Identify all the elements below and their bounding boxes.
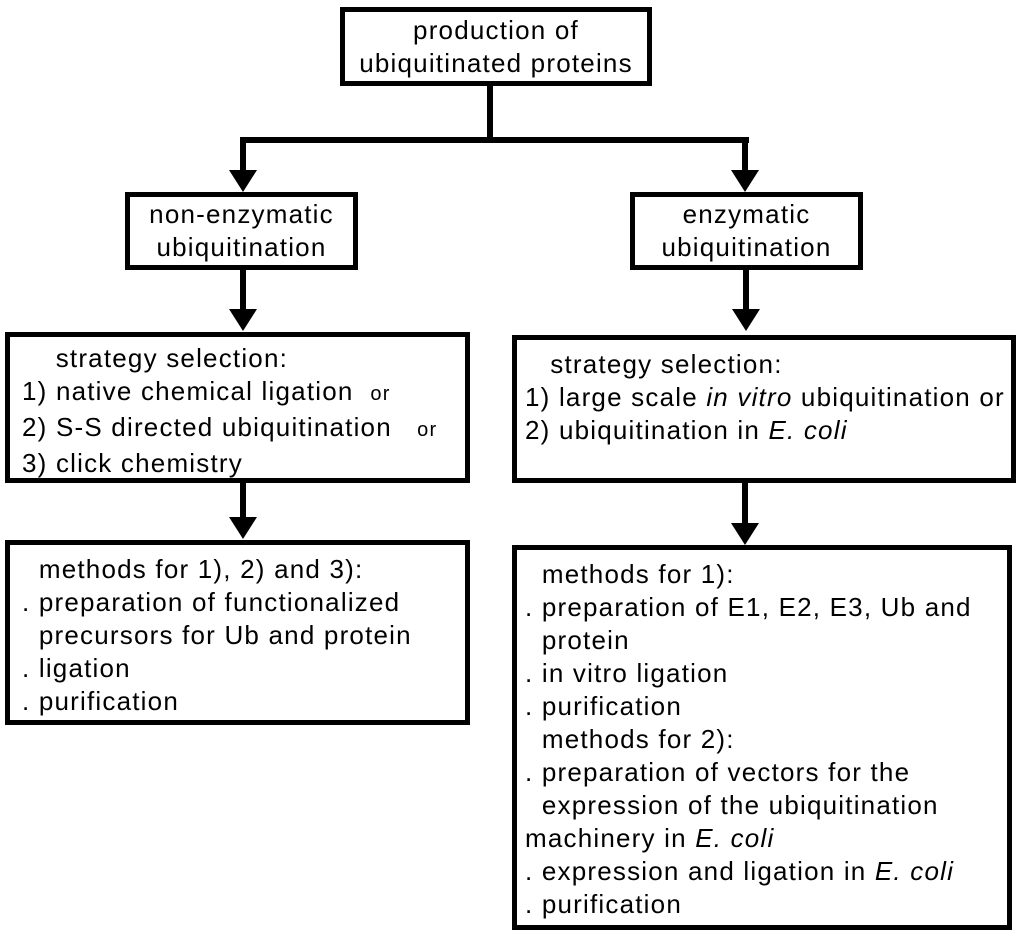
text-segment: . in vitro ligation	[525, 658, 729, 688]
text-segment: . expression and ligation in	[525, 856, 875, 886]
text-segment: . ligation	[22, 653, 131, 683]
text-segment: non-enzymatic	[149, 199, 334, 229]
arrowhead-down-icon	[732, 309, 760, 331]
methods-right-box: methods for 1):. preparation of E1, E2, …	[512, 545, 1012, 930]
text-segment: 2) S-S directed ubiquitination	[22, 412, 418, 442]
text-segment: . purification	[525, 691, 682, 721]
text-segment: or	[417, 419, 438, 441]
text-segment: E. coli	[695, 823, 775, 853]
arrowhead-down-icon	[229, 517, 257, 539]
text-segment: strategy selection:	[22, 343, 289, 373]
text-segment: ubiquitination	[156, 232, 327, 262]
text-segment: enzymatic	[682, 199, 811, 229]
text-line: protein	[525, 624, 1003, 657]
text-line: . in vitro ligation	[525, 657, 1003, 690]
text-line: . purification	[525, 690, 1003, 723]
text-segment: . preparation of vectors for the	[525, 757, 911, 787]
connector-left-branch-to-strategy	[240, 270, 246, 310]
text-line: ubiquitination	[661, 231, 831, 264]
text-line: . ligation	[22, 652, 461, 685]
text-line: . expression and ligation in E. coli	[525, 855, 1003, 888]
text-segment: precursors for Ub and protein	[22, 620, 412, 650]
text-line: 1) large scale in vitro ubiquitination o…	[525, 381, 1007, 414]
text-line: enzymatic	[683, 198, 811, 231]
text-line: strategy selection:	[525, 348, 1007, 381]
connector-right-strategy-to-methods	[742, 483, 748, 525]
text-segment: production of	[413, 14, 579, 45]
arrowhead-down-icon	[731, 170, 759, 192]
text-segment: in vitro	[706, 382, 793, 412]
strategy-right-box: strategy selection:1) large scale in vit…	[512, 335, 1016, 483]
arrowhead-down-icon	[229, 309, 257, 331]
text-segment: E. coli	[768, 415, 848, 445]
text-segment: . purification	[525, 889, 682, 919]
text-segment: methods for 1), 2) and 3):	[22, 554, 364, 584]
text-line: ubiquitinated proteins	[359, 47, 633, 80]
text-segment: protein	[525, 625, 630, 655]
text-line: non-enzymatic	[149, 198, 334, 231]
text-segment: ubiquitination or	[792, 382, 1005, 412]
arrowhead-down-icon	[731, 523, 759, 545]
text-line: methods for 2):	[525, 723, 1003, 756]
text-line: precursors for Ub and protein	[22, 619, 461, 652]
text-line: production of	[413, 14, 579, 47]
text-line: . preparation of functionalized	[22, 586, 461, 619]
strategy-left-box: strategy selection:1) native chemical li…	[5, 332, 470, 483]
text-line: machinery in E. coli	[525, 822, 1003, 855]
connector-left-drop	[240, 137, 246, 171]
text-segment: machinery in	[525, 823, 696, 853]
text-line: . purification	[525, 888, 1003, 921]
text-segment: ubiquitination	[661, 232, 832, 262]
text-line: 2) S-S directed ubiquitination or	[22, 411, 461, 447]
connector-right-drop	[742, 137, 748, 171]
connector-root-stem	[487, 86, 493, 142]
text-line: 2) ubiquitination in E. coli	[525, 414, 1007, 447]
arrowhead-down-icon	[229, 170, 257, 192]
text-line: . preparation of vectors for the	[525, 756, 1003, 789]
text-line: ubiquitination	[156, 231, 326, 264]
text-segment: 3) click chemistry	[22, 448, 243, 478]
text-segment: . purification	[22, 686, 179, 716]
text-segment: methods for 2):	[525, 724, 735, 754]
text-line: 1) native chemical ligation or	[22, 375, 461, 411]
text-line: . preparation of E1, E2, E3, Ub and	[525, 591, 1003, 624]
text-line: expression of the ubiquitination	[525, 789, 1003, 822]
text-segment: . preparation of functionalized	[22, 587, 401, 617]
text-segment: expression of the ubiquitination	[525, 790, 939, 820]
text-line: 3) click chemistry	[22, 447, 461, 480]
text-segment: E. coli	[874, 856, 955, 886]
methods-left-box: methods for 1), 2) and 3):. preparation …	[5, 540, 470, 725]
text-segment: ubiquitinated proteins	[359, 47, 633, 78]
connector-right-branch-to-strategy	[743, 270, 749, 310]
text-line: methods for 1):	[525, 558, 1003, 591]
text-segment: 1) large scale	[525, 382, 707, 412]
text-segment: 2) ubiquitination in	[525, 415, 769, 445]
text-line: . purification	[22, 685, 461, 718]
text-segment: methods for 1):	[525, 559, 735, 589]
text-segment: 1) native chemical ligation	[22, 376, 371, 406]
text-line: strategy selection:	[22, 342, 461, 375]
text-segment: or	[370, 383, 391, 405]
text-segment: strategy selection:	[525, 349, 783, 379]
text-line: methods for 1), 2) and 3):	[22, 553, 461, 586]
connector-horizontal-bar	[240, 137, 749, 143]
text-segment: . preparation of E1, E2, E3, Ub and	[525, 592, 972, 622]
connector-left-strategy-to-methods	[240, 483, 246, 519]
